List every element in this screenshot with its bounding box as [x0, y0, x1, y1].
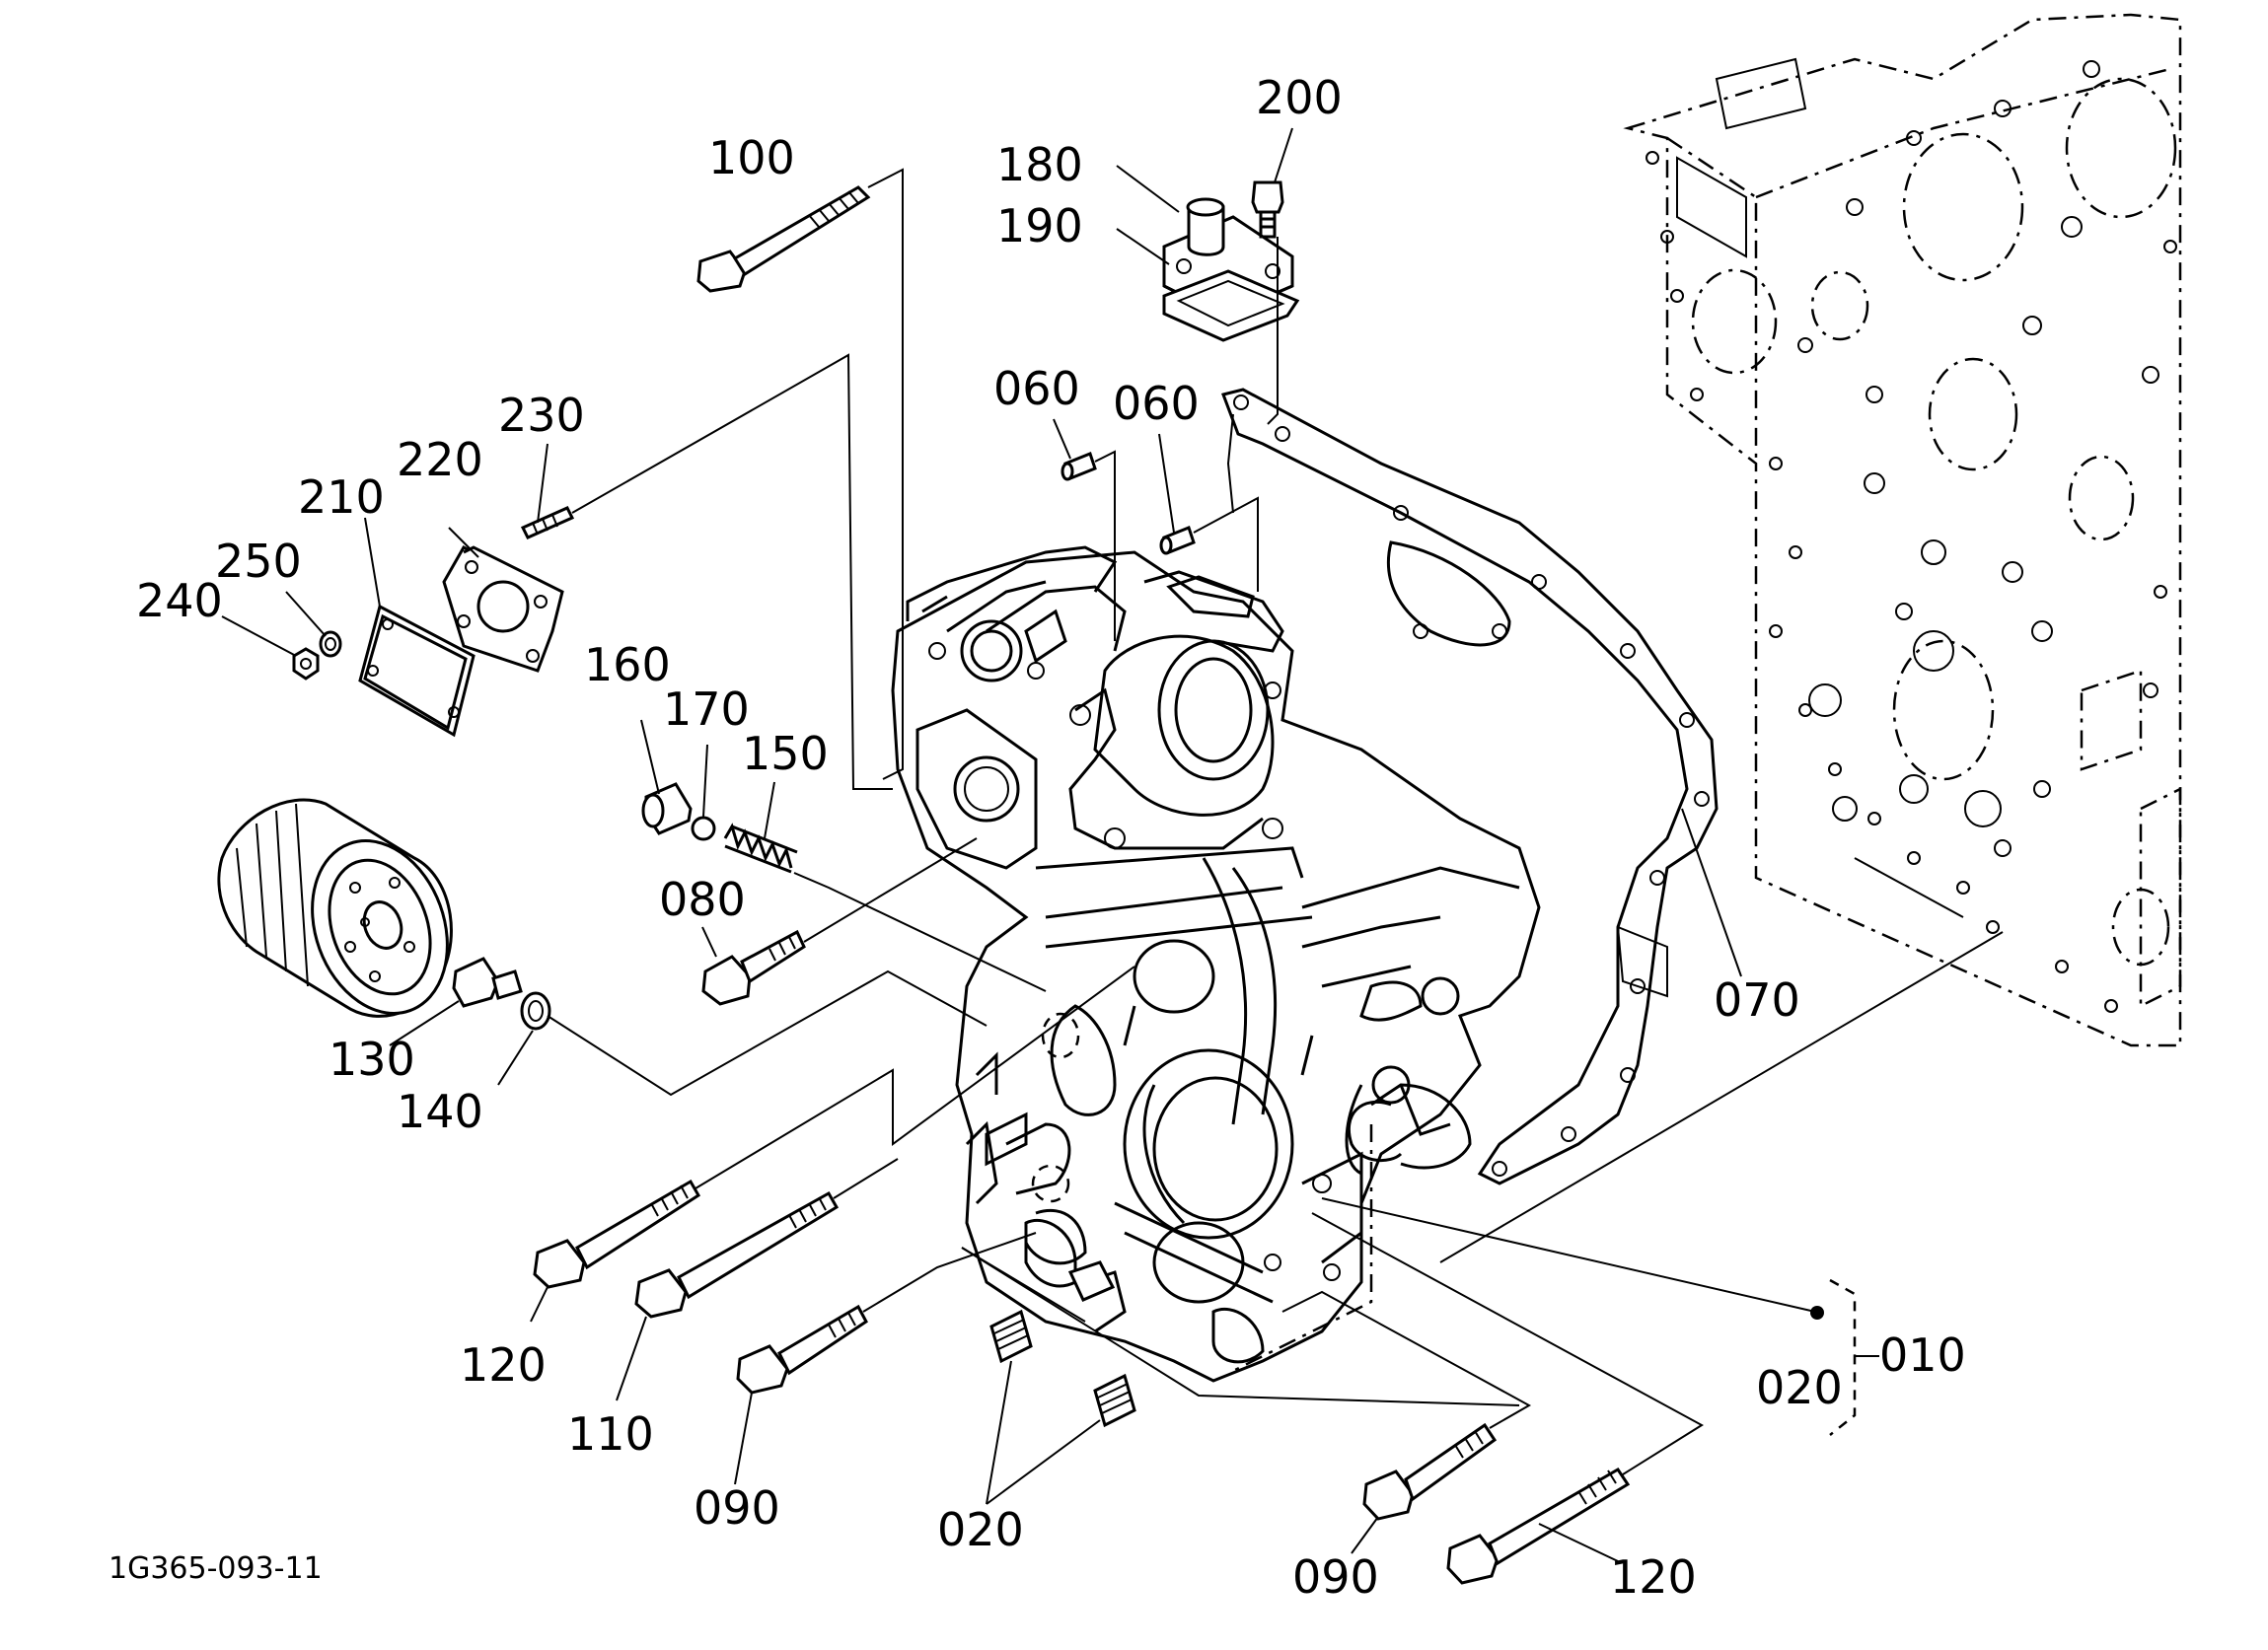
bolt-100 — [696, 185, 871, 293]
ball-170 — [691, 816, 716, 841]
callout-120b: 120 — [1610, 1550, 1697, 1604]
ring-140 — [520, 991, 551, 1031]
callout-160: 160 — [584, 638, 671, 691]
gasket-220 — [442, 545, 564, 673]
callout-090a: 090 — [694, 1481, 780, 1535]
bolt-110 — [634, 1190, 840, 1319]
callout-060a: 060 — [993, 362, 1080, 415]
callout-070: 070 — [1714, 973, 1800, 1027]
callout-080: 080 — [659, 873, 746, 926]
pin-060a — [1061, 452, 1097, 481]
bolt-120a — [533, 1179, 701, 1289]
cover-210 — [358, 604, 476, 738]
callout-140: 140 — [397, 1085, 483, 1138]
bolt-080 — [701, 929, 806, 1006]
callout-120a: 120 — [460, 1338, 547, 1392]
callout-060b: 060 — [1113, 377, 1200, 430]
gasket-190 — [1162, 269, 1300, 342]
callout-230: 230 — [498, 389, 585, 442]
bolt-090b — [1362, 1422, 1498, 1521]
assembly-lines — [547, 168, 2004, 1475]
stud-230 — [520, 506, 575, 539]
nut-240 — [292, 647, 320, 681]
gear-case-gasket-070 — [1221, 388, 1719, 1185]
callout-leaders — [221, 127, 1742, 1562]
callout-020a: 020 — [937, 1503, 1024, 1556]
callout-090b: 090 — [1292, 1550, 1379, 1604]
callout-100: 100 — [708, 131, 795, 184]
joint-130 — [452, 957, 523, 1008]
callout-250: 250 — [215, 535, 302, 588]
washer-250 — [319, 630, 342, 658]
callout-240: 240 — [136, 574, 223, 627]
gear-case — [891, 545, 1541, 1383]
callout-010: 010 — [1879, 1328, 1966, 1382]
cylinder-block — [1623, 13, 2182, 1047]
spring-150 — [723, 823, 798, 874]
pin-060b — [1159, 526, 1196, 555]
callout-210: 210 — [298, 470, 385, 524]
sleeve-160 — [641, 782, 693, 835]
callout-110: 110 — [567, 1407, 654, 1461]
bolt-090a — [736, 1304, 868, 1395]
callout-190: 190 — [996, 199, 1083, 252]
diagram-code: 1G365-093-11 — [109, 1551, 323, 1586]
callout-020b: 020 — [1756, 1361, 1843, 1414]
callout-labels: 100 180 190 200 230 220 210 250 240 060 … — [109, 71, 1966, 1604]
callout-200: 200 — [1256, 71, 1343, 124]
callout-170: 170 — [663, 682, 750, 736]
assembly-bracket-010 — [1810, 1278, 1879, 1436]
callout-220: 220 — [397, 433, 483, 486]
plug-020a — [989, 1309, 1033, 1364]
bolt-200 — [1251, 180, 1284, 239]
bolt-120b — [1446, 1467, 1631, 1585]
callout-130: 130 — [329, 1033, 415, 1086]
plug-020b — [1093, 1373, 1136, 1428]
plug-020c — [1067, 1260, 1116, 1302]
callout-150: 150 — [742, 727, 829, 780]
oil-filter — [217, 798, 453, 1018]
callout-180: 180 — [996, 138, 1083, 191]
